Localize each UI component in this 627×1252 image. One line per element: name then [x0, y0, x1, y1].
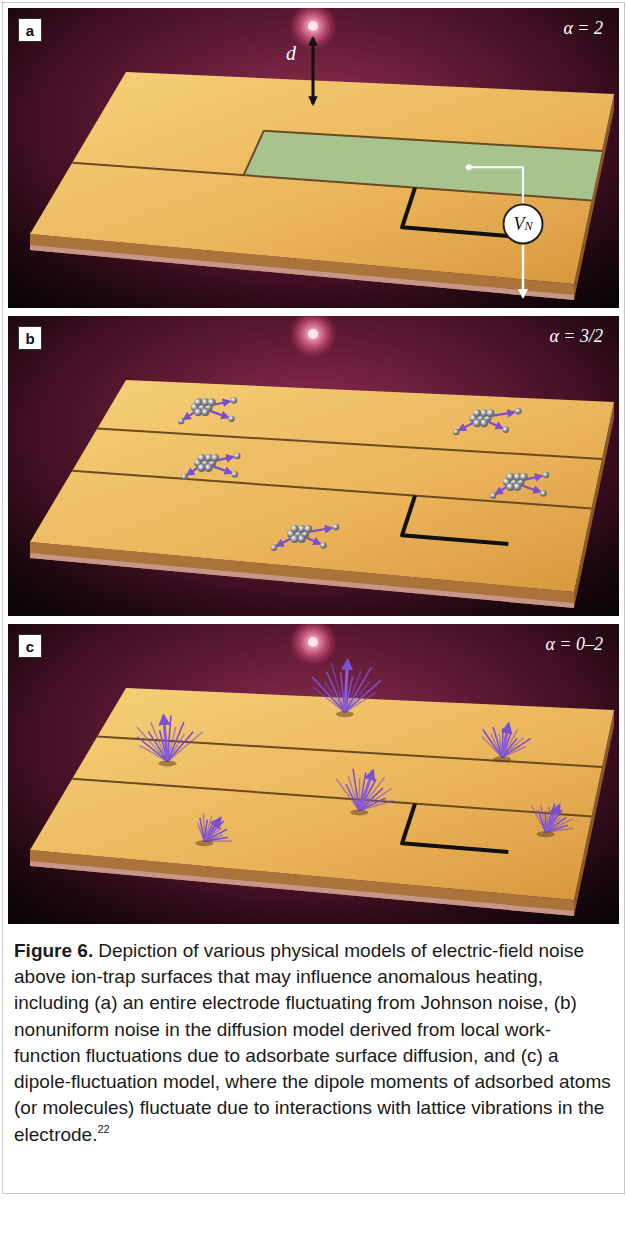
scaling-exponent: α = 2: [563, 18, 603, 39]
voltage-noise-source: VN: [502, 203, 544, 245]
figure-panel: α = 2aVNd: [8, 8, 619, 308]
panel-letter-box: c: [18, 634, 42, 658]
figure-title: Figure 6.: [14, 940, 93, 961]
caption-block: Figure 6.Depiction of various physical m…: [14, 938, 612, 1148]
panel-letter: c: [26, 638, 34, 655]
noise-wire: [469, 167, 523, 203]
figure-panel: α = 3/2 b: [8, 316, 619, 616]
reference-number: 22: [97, 1123, 109, 1135]
panel-letter-box: a: [18, 18, 42, 42]
voltage-symbol: V: [513, 214, 524, 235]
panel-letter: a: [26, 22, 34, 39]
voltage-subscript: N: [524, 219, 532, 234]
electrode-illustration: [8, 316, 619, 616]
scaling-exponent: α = 0–2: [545, 634, 603, 655]
electrode-illustration: [8, 8, 619, 308]
panel-letter: b: [25, 330, 34, 347]
electrode-illustration: [8, 624, 619, 924]
distance-label: d: [286, 42, 296, 65]
figure-caption: Depiction of various physical models of …: [14, 940, 611, 1145]
panel-letter-box: b: [18, 326, 42, 350]
scaling-exponent: α = 3/2: [549, 326, 603, 347]
ground-arrow: [522, 245, 525, 297]
figure-panel: α = 0–2 c: [8, 624, 619, 924]
